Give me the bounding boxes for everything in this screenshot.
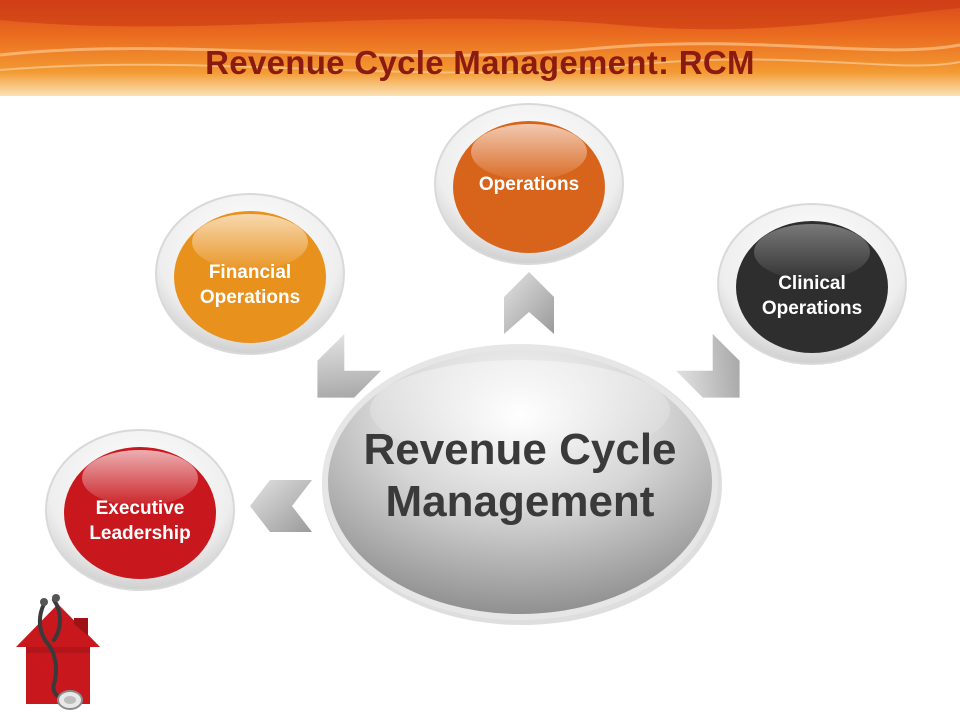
node-clinical-label: Clinical Operations — [761, 273, 863, 319]
arrow-to-executive — [250, 480, 312, 532]
title-banner — [0, 0, 960, 96]
node-operations — [434, 103, 624, 265]
arrow-to-clinical — [675, 333, 740, 398]
node-financial-operations — [155, 193, 345, 355]
node-operations-label: Operations — [478, 174, 580, 195]
node-clinical-operations — [717, 203, 907, 365]
arrow-to-financial — [317, 333, 382, 398]
center-hub-label: Revenue Cycle Management — [363, 425, 677, 526]
arrow-to-operations — [504, 272, 554, 334]
slide-title: Revenue Cycle Management: RCM — [205, 44, 755, 81]
node-executive-leadership — [45, 429, 235, 591]
house-stethoscope-icon — [16, 594, 100, 710]
node-financial-label: Financial Operations — [199, 262, 301, 308]
banner-wave-decoration — [0, 0, 960, 74]
node-executive-label: Executive Leadership — [89, 498, 191, 544]
